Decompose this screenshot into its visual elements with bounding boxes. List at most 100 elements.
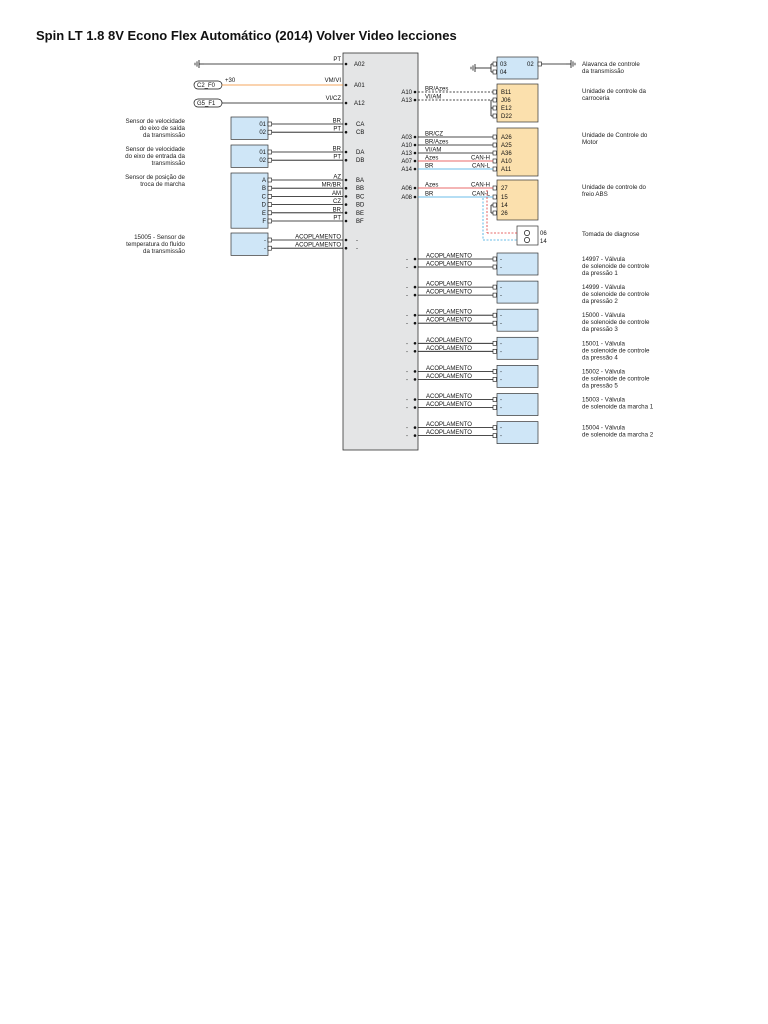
diag-pin (524, 237, 530, 243)
valve-box (496, 336, 539, 360)
pin-dot (413, 151, 417, 155)
sensor-pin-label: F (262, 219, 266, 225)
unit-label: Unidade de Controle do (582, 132, 648, 139)
unit-pin-label: 02 (527, 62, 534, 68)
sensor-pin-label: E (262, 211, 266, 217)
wire-label: ACOPLAMENTO (426, 282, 472, 288)
pin-dot (344, 238, 348, 242)
connector-plug (267, 210, 272, 216)
connector-plug (492, 284, 497, 290)
unit-pin-label: 15 (501, 195, 508, 201)
pin-label: A02 (354, 62, 365, 68)
pin-label: A10 (401, 143, 412, 149)
unit-box-ecm (496, 127, 539, 177)
pin-dot (344, 178, 348, 182)
valve-label: 15004 - Válvula (582, 425, 626, 432)
valve-box (496, 252, 539, 276)
pin-label: A08 (401, 195, 412, 201)
valve-box (496, 393, 539, 416)
sensor-label: do eixo de entrada da (125, 153, 185, 160)
wire-label: Azes (425, 183, 438, 189)
pin-label: - (406, 265, 408, 271)
connector-plug (492, 264, 497, 270)
unit-pin-label: D22 (501, 114, 513, 120)
unit-label: carroceria (582, 95, 610, 102)
can-label: CAN-L (472, 192, 491, 198)
valve-label: de solenoide da marcha 1 (582, 404, 654, 411)
wire-label: BR (333, 147, 342, 153)
pin-label: A14 (401, 167, 412, 173)
wire-label: PT (333, 216, 341, 222)
pin-dot (344, 62, 348, 66)
pin-label: A03 (401, 135, 412, 141)
pin-dot (413, 342, 417, 345)
pin-label: - (406, 426, 408, 432)
unit-box-bcm (496, 83, 539, 123)
valve-pin-label: - (500, 285, 502, 291)
sensor-label: Sensor de posição de (125, 174, 185, 181)
wire-label: ACOPLAMENTO (426, 394, 472, 400)
pin-label: A07 (401, 159, 412, 165)
wire-label: ACOPLAMENTO (295, 243, 341, 249)
pin-label: - (406, 341, 408, 347)
diag-label: Tomada de diagnose (582, 231, 640, 238)
valve-box (496, 365, 539, 388)
connector-plug (492, 142, 497, 148)
wire-label: ACOPLAMENTO (426, 262, 472, 268)
diag-pin-label: 06 (540, 231, 547, 237)
connector-plug (492, 340, 497, 346)
sensor-pin-label: 01 (259, 150, 266, 156)
valve-pin-label: - (500, 406, 502, 412)
connector-plug (492, 134, 497, 140)
pin-dot (413, 406, 417, 409)
pin-label: - (406, 285, 408, 291)
pin-dot (413, 285, 417, 289)
wire-label: ACOPLAMENTO (426, 366, 472, 372)
wire-label: ACOPLAMENTO (426, 290, 472, 296)
pin-dot (413, 143, 417, 147)
diag-pin (524, 230, 530, 236)
sensor-pin-label: 02 (259, 130, 266, 136)
pin-dot (413, 398, 417, 401)
valve-pin-label: - (500, 321, 502, 327)
sensor-box (230, 116, 269, 140)
valve-pin-label: - (500, 293, 502, 299)
fuse-label: G5_F1 (197, 101, 216, 107)
connector-plug (492, 105, 497, 111)
pin-dot (413, 90, 417, 94)
pin-label: - (406, 293, 408, 299)
sensor-pin-label: D (262, 203, 267, 209)
valve-label: de solenoide de controle (582, 347, 650, 354)
connector-plug (492, 150, 497, 156)
valve-label: 15002 - Válvula (582, 368, 626, 375)
wire-label: CZ (333, 199, 341, 205)
sensor-box (230, 172, 269, 229)
pin-dot (344, 203, 348, 206)
valve-label: 15000 - Válvula (582, 312, 626, 319)
pin-dot (413, 370, 417, 373)
sensor-pin-label: C (262, 194, 267, 200)
unit-pin-label: A11 (501, 167, 512, 173)
valve-label: de solenoide da marcha 2 (582, 432, 654, 439)
valve-pin-label: - (500, 265, 502, 271)
connector-plug (267, 157, 272, 163)
wire-label: VM/VI (325, 78, 342, 84)
pin-dot (413, 350, 417, 353)
pin-label: A12 (354, 101, 365, 107)
pin-label: - (406, 377, 408, 383)
connector-plug (267, 185, 272, 191)
wire-label: MR/BR (322, 183, 342, 189)
unit-label: Alavanca de controle (582, 61, 640, 68)
unit-pin-label: 27 (501, 186, 508, 192)
unit-pin-label: 26 (501, 211, 508, 217)
connector-plug (492, 405, 497, 410)
pin-dot (413, 265, 417, 269)
wire-label: PT (333, 127, 341, 133)
connector-plug (492, 377, 497, 382)
sensor-label: troca de marcha (140, 181, 185, 188)
valve-pin-label: - (500, 349, 502, 355)
pin-dot (344, 195, 348, 198)
pin-label: - (406, 369, 408, 375)
wire-label: BR (333, 207, 342, 213)
sensor-pin-label: - (264, 246, 266, 252)
